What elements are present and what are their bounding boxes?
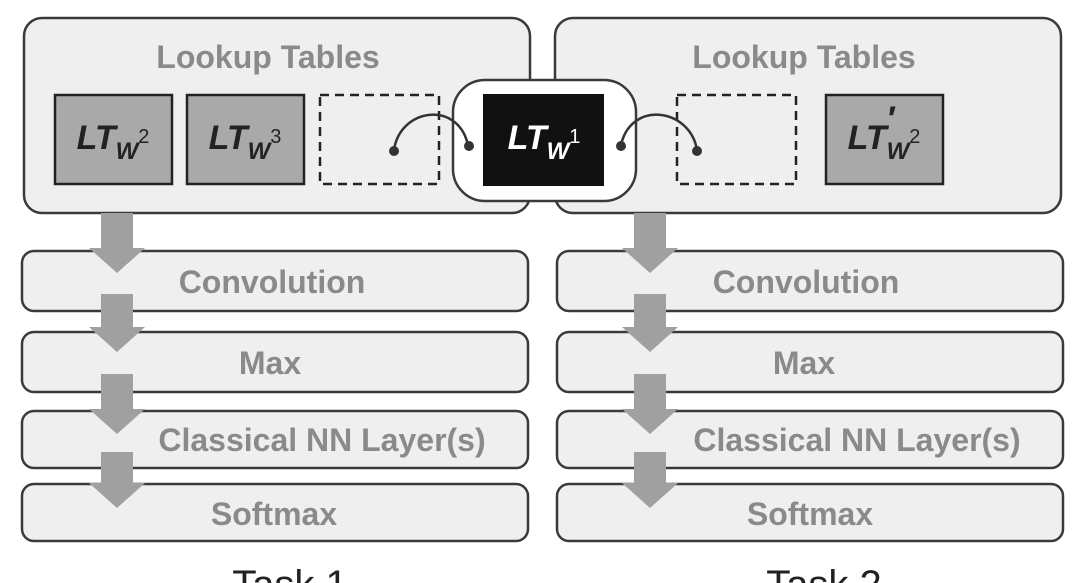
task-2-arrow-4 [622, 452, 678, 508]
task-1-nn-layer [20, 409, 530, 470]
task-2-table-1-box [824, 93, 945, 186]
shared-table-group: LTW1 [389, 78, 702, 203]
task-2-max-label: Max [773, 345, 835, 381]
shared-link-task-1 [392, 113, 470, 151]
task-1-max-label: Max [239, 345, 301, 381]
task-2-flow-arrows [622, 213, 678, 508]
shared-link-task-2 [619, 113, 699, 151]
task-1-arrow-2 [89, 294, 145, 352]
task-2-arrow-1 [622, 213, 678, 273]
task-1-label: Task 1 [232, 563, 348, 583]
task-1-convolution-layer [20, 249, 530, 313]
task-1-table-1-box [53, 93, 174, 186]
task-1-table-1-label: LTW2 [77, 119, 150, 165]
task-2-convolution-layer [555, 249, 1065, 313]
task-1-table-2-label: LTW3 [209, 119, 282, 165]
task-2-label: Task 2 [766, 563, 882, 583]
task-2-arrow-3 [622, 374, 678, 434]
task-2-lookup-title: Lookup Tables [692, 39, 915, 75]
task-2-column: Lookup Tables LTW2 ′ Convolution Max Cla… [553, 16, 1065, 583]
task-2-softmax-label: Softmax [747, 496, 873, 532]
task-1-convolution-label: Convolution [179, 264, 366, 300]
task-2-arrow-2 [622, 294, 678, 352]
task-2-table-1-prime: ′ [888, 100, 896, 138]
task-1-arrow-1 [89, 213, 145, 273]
task-2-softmax-layer [555, 482, 1065, 543]
shared-link-task-2-end-dot [692, 146, 702, 156]
task-2-max-layer [555, 330, 1065, 394]
shared-link-task-2-start-dot [616, 141, 626, 151]
task-1-table-1: LTW2 [53, 93, 174, 186]
task-2-table-1: LTW2 ′ [824, 93, 945, 186]
task-1-softmax-layer [20, 482, 530, 543]
task-1-flow-arrows [89, 213, 145, 508]
task-2-table-1-label: LTW2 [848, 119, 921, 165]
task-1-nn-label: Classical NN Layer(s) [158, 422, 485, 458]
task-1-table-2-box [185, 93, 306, 186]
task-2-convolution-label: Convolution [713, 264, 900, 300]
task-1-table-2: LTW3 [185, 93, 306, 186]
task-1-column: Lookup Tables LTW2 LTW3 [20, 16, 532, 583]
task-1-max-layer [20, 330, 530, 394]
shared-link-task-1-start-dot [389, 146, 399, 156]
task-1-arrow-3 [89, 374, 145, 434]
task-1-arrow-4 [89, 452, 145, 508]
shared-table-label: LTW1 [508, 119, 581, 165]
shared-table-box [483, 94, 604, 186]
task-2-nn-label: Classical NN Layer(s) [693, 422, 1020, 458]
task-2-nn-layer [555, 409, 1065, 470]
task-1-lookup-title: Lookup Tables [156, 39, 379, 75]
shared-link-task-1-end-dot [464, 141, 474, 151]
task-1-softmax-label: Softmax [211, 496, 337, 532]
